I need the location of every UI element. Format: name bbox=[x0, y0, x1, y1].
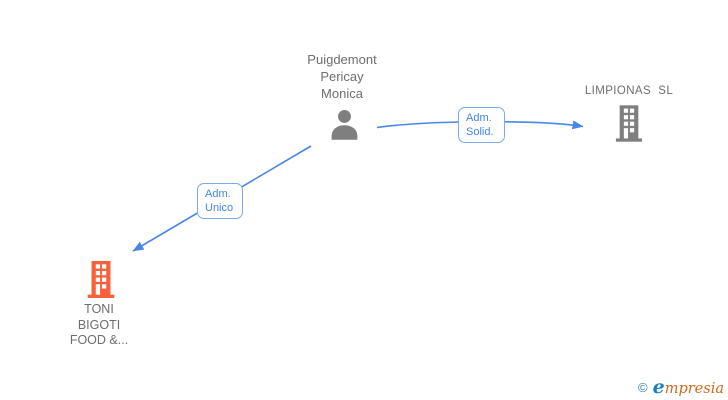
node-label-limpionas[interactable]: LIMPIONAS SL bbox=[584, 85, 674, 97]
node-label-toni-bigoti[interactable]: TONI BIGOTI FOOD &... bbox=[69, 302, 129, 347]
building-icon-limpionas[interactable] bbox=[615, 104, 643, 143]
edge-label-adm-unico: Adm. Unico bbox=[197, 183, 243, 219]
node-label-person[interactable]: Puigdemont Pericay Monica bbox=[307, 52, 377, 101]
brand-letter-e: e bbox=[652, 376, 665, 398]
person-icon[interactable] bbox=[330, 109, 359, 140]
building-icon-toni-bigoti[interactable] bbox=[86, 261, 116, 298]
copyright-icon: © bbox=[638, 380, 648, 395]
edge-label-adm-solid: Adm. Solid. bbox=[458, 107, 505, 143]
empresia-logo[interactable]: © e mpresia bbox=[638, 378, 724, 397]
brand-wordmark: mpresia bbox=[664, 381, 724, 397]
